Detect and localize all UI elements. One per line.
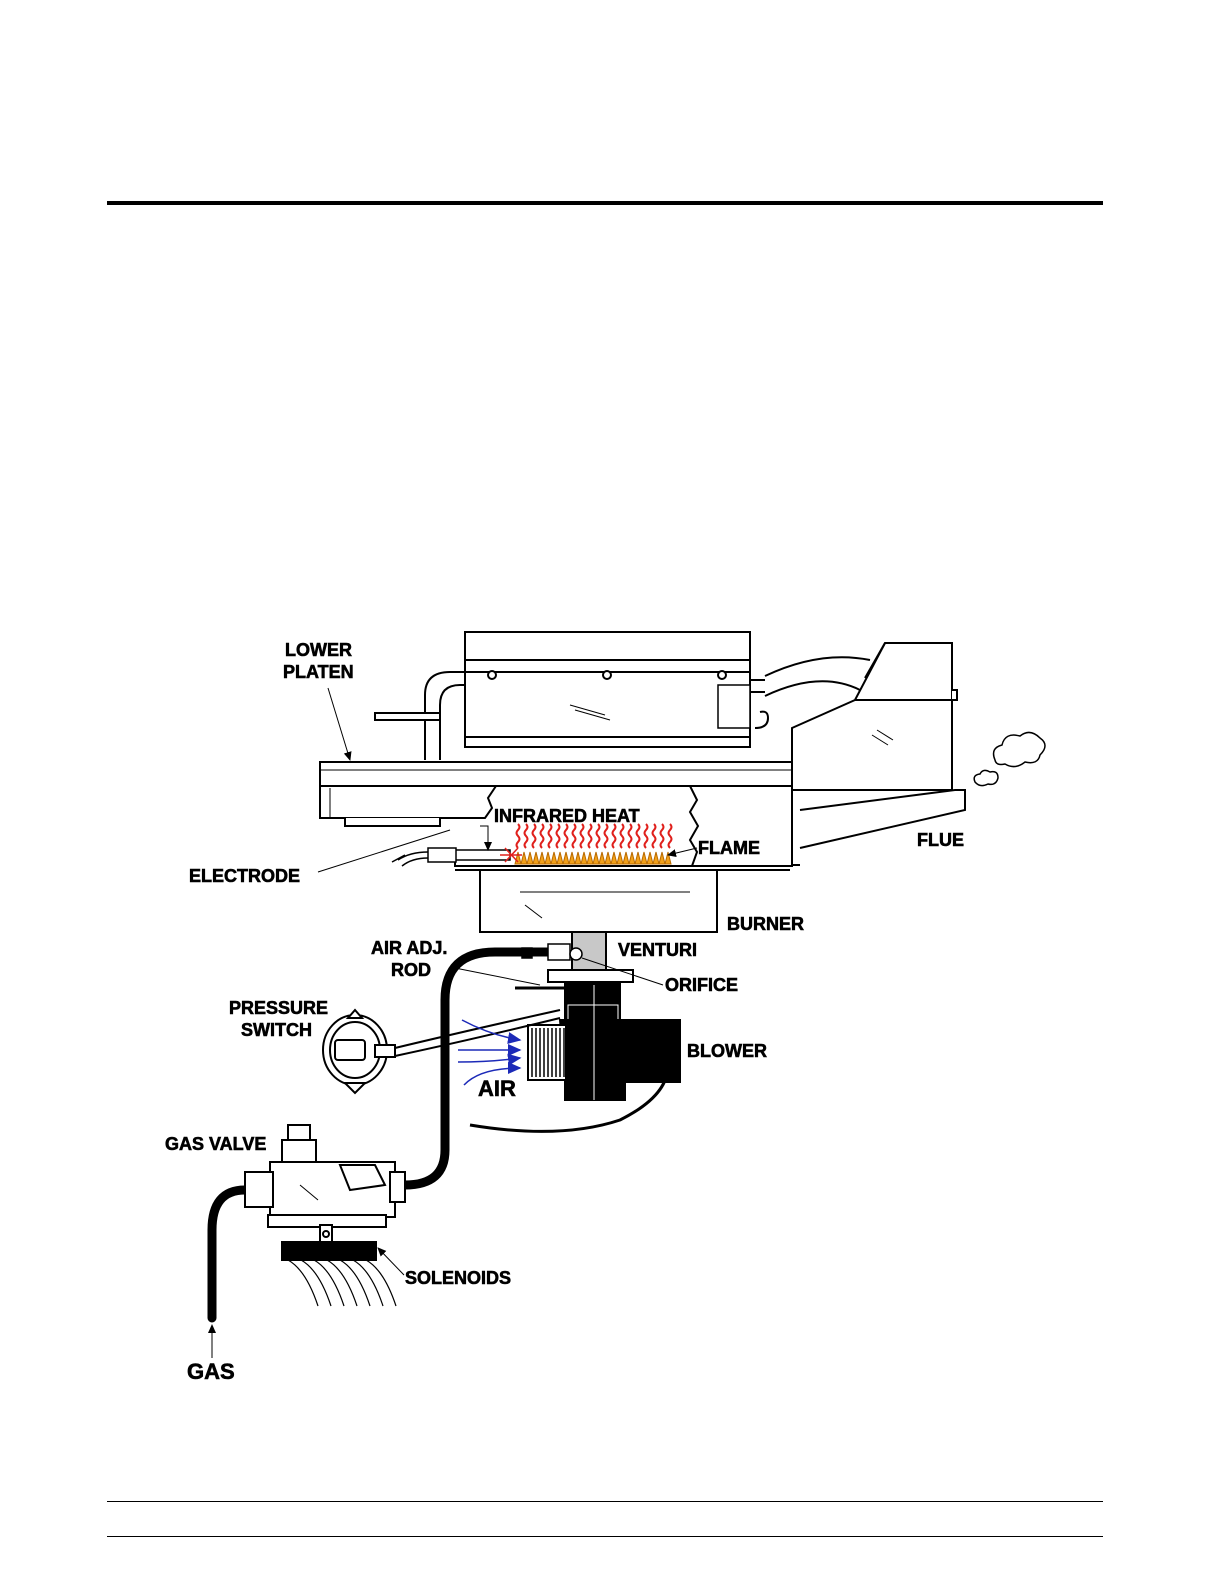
heat-wave	[629, 824, 632, 848]
heat-wave	[589, 824, 592, 848]
label-air-adj-2: ROD	[391, 960, 431, 980]
label-orifice: ORIFICE	[665, 975, 738, 995]
burner-box	[480, 870, 717, 932]
label-gas-valve: GAS VALVE	[165, 1134, 266, 1154]
label-infrared-heat: INFRARED HEAT	[494, 806, 640, 826]
label-air-adj-1: AIR ADJ.	[371, 938, 447, 958]
heat-wave	[549, 824, 552, 848]
label-blower: BLOWER	[687, 1041, 767, 1061]
heat-wave	[605, 824, 608, 848]
solenoids	[282, 1242, 376, 1260]
heat-wave	[645, 824, 648, 848]
solenoid-wires	[288, 1260, 396, 1306]
heat-wave	[517, 824, 520, 848]
heat-wave	[613, 824, 616, 848]
heat-wave	[581, 824, 584, 848]
heat-wave	[597, 824, 600, 848]
label-air: AIR	[478, 1076, 516, 1101]
heat-wave	[621, 824, 624, 848]
label-electrode: ELECTRODE	[189, 866, 300, 886]
heat-wave	[533, 824, 536, 848]
gas-valve	[245, 1125, 405, 1243]
label-venturi: VENTURI	[618, 940, 697, 960]
flame	[515, 852, 671, 864]
heat-wave	[661, 824, 664, 848]
air-arrow	[458, 1058, 520, 1062]
heat-wave	[557, 824, 560, 848]
label-pressure-switch-2: SWITCH	[241, 1020, 312, 1040]
heat-wave	[669, 824, 672, 848]
label-lower-platen-1: LOWER	[285, 640, 352, 660]
heat-wave	[653, 824, 656, 848]
label-flue: FLUE	[917, 830, 964, 850]
platen-handle	[375, 672, 465, 760]
flue-hose	[765, 657, 870, 696]
infrared-heat-waves	[517, 824, 672, 848]
label-lower-platen-2: PLATEN	[283, 662, 354, 682]
label-pressure-switch-1: PRESSURE	[229, 998, 328, 1018]
label-gas: GAS	[187, 1359, 235, 1384]
heat-wave	[573, 824, 576, 848]
upper-heater-box	[465, 632, 768, 747]
heat-wave	[637, 824, 640, 848]
electrode	[392, 848, 522, 866]
solenoid-wire	[288, 1260, 318, 1306]
heat-wave	[541, 824, 544, 848]
label-flame: FLAME	[698, 838, 760, 858]
label-solenoids: SOLENOIDS	[405, 1268, 511, 1288]
heat-wave	[565, 824, 568, 848]
heat-wave	[525, 824, 528, 848]
label-burner: BURNER	[727, 914, 804, 934]
smoke-puffs	[974, 732, 1045, 785]
